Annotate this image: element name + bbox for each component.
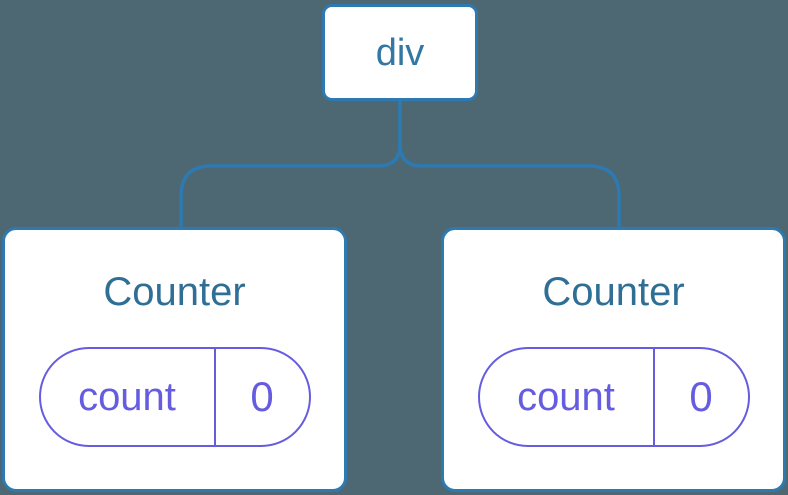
state-value-section: 0 (213, 349, 309, 445)
state-key-section: count (41, 349, 214, 445)
state-key-label: count (78, 375, 176, 419)
counter-card-right: Counter count 0 (441, 227, 786, 492)
state-pill: count 0 (477, 347, 750, 447)
component-title: Counter (542, 270, 685, 314)
counter-card-left: Counter count 0 (2, 227, 347, 492)
connector-right-branch (398, 101, 621, 228)
state-value: 0 (689, 373, 713, 420)
state-key-section: count (480, 349, 653, 445)
state-key-label: count (517, 375, 615, 419)
root-node-label: div (375, 31, 425, 74)
root-node: div (322, 4, 478, 101)
state-value: 0 (250, 373, 274, 420)
component-title: Counter (103, 270, 246, 314)
state-value-section: 0 (652, 349, 748, 445)
state-pill: count 0 (38, 347, 311, 447)
connector-left-branch (179, 101, 402, 228)
